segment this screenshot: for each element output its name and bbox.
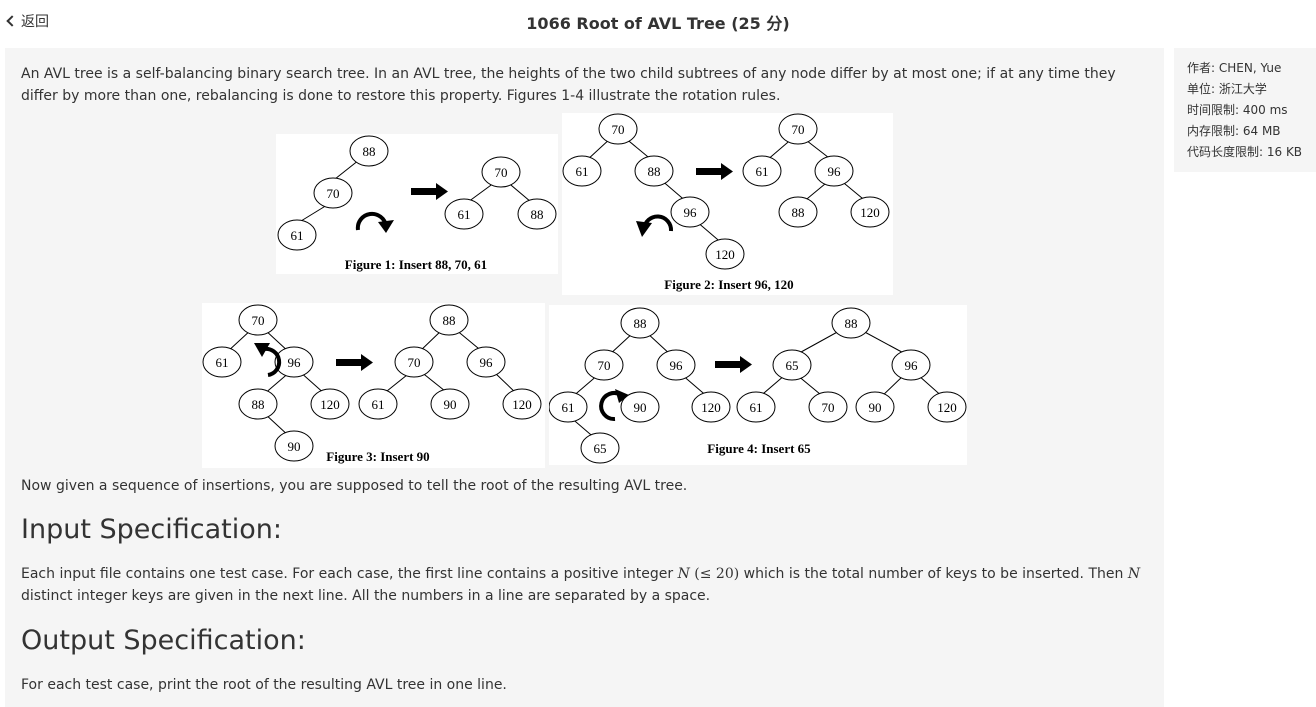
svg-text:61: 61 — [458, 207, 471, 222]
svg-text:120: 120 — [860, 205, 880, 220]
figure-2: 70 61 88 96 120 70 61 96 88 120 Figure 2: Inse… — [562, 113, 893, 295]
svg-text:88: 88 — [648, 164, 661, 179]
svg-text:88: 88 — [792, 205, 805, 220]
svg-text:61: 61 — [216, 355, 229, 370]
svg-text:96: 96 — [480, 355, 494, 370]
svg-text:70: 70 — [598, 358, 611, 373]
arrow-right-icon — [411, 183, 448, 200]
figure-1: 88 70 61 70 61 88 Figure 1: Insert 88, 70, 6… — [276, 134, 558, 274]
svg-text:70: 70 — [495, 165, 508, 180]
input-spec-paragraph: Each input file contains one test case. … — [21, 566, 1141, 604]
arrow-right-icon — [336, 354, 373, 371]
svg-text:61: 61 — [576, 164, 589, 179]
svg-text:61: 61 — [756, 164, 769, 179]
svg-text:88: 88 — [531, 207, 544, 222]
svg-text:90: 90 — [634, 400, 647, 415]
svg-text:70: 70 — [792, 122, 805, 137]
svg-text:61: 61 — [750, 400, 763, 415]
svg-text:70: 70 — [612, 122, 625, 137]
svg-text:120: 120 — [715, 247, 735, 262]
svg-text:61: 61 — [291, 228, 304, 243]
svg-text:88: 88 — [443, 313, 456, 328]
svg-text:96: 96 — [684, 205, 698, 220]
svg-text:120: 120 — [937, 400, 957, 415]
svg-text:61: 61 — [372, 397, 385, 412]
rotate-counterclockwise-icon — [254, 343, 282, 377]
svg-text:90: 90 — [869, 400, 882, 415]
arrow-right-icon — [715, 356, 752, 373]
math-n: N — [677, 566, 690, 582]
problem-info-panel: 作者: CHEN, Yue 单位: 浙江大学 时间限制: 400 ms 内存限制… — [1174, 48, 1316, 172]
svg-text:88: 88 — [252, 397, 265, 412]
math-n: N — [1127, 566, 1141, 582]
svg-text:88: 88 — [845, 316, 858, 331]
svg-text:120: 120 — [701, 400, 721, 415]
back-button[interactable]: 返回 — [6, 11, 49, 31]
svg-text:65: 65 — [594, 441, 607, 456]
svg-text:65: 65 — [786, 358, 799, 373]
svg-text:70: 70 — [822, 400, 835, 415]
top-bar: 返回 1066 Root of AVL Tree (25 分) — [0, 0, 1316, 42]
back-label: 返回 — [21, 14, 49, 30]
svg-text:70: 70 — [408, 355, 421, 370]
rotate-clockwise-icon — [355, 211, 394, 233]
memory-limit-info: 内存限制: 64 MB — [1187, 124, 1281, 138]
svg-text:61: 61 — [562, 400, 575, 415]
svg-text:70: 70 — [327, 186, 340, 201]
svg-text:96: 96 — [670, 358, 684, 373]
math-condition: (≤ 20) — [689, 566, 740, 582]
svg-text:90: 90 — [288, 439, 301, 454]
org-info: 单位: 浙江大学 — [1187, 82, 1267, 96]
svg-text:96: 96 — [288, 355, 302, 370]
output-spec-paragraph: For each test case, print the root of th… — [21, 677, 507, 693]
svg-text:120: 120 — [320, 397, 340, 412]
code-limit-info: 代码长度限制: 16 KB — [1187, 145, 1303, 159]
input-spec-heading: Input Specification: — [21, 514, 282, 545]
svg-text:90: 90 — [444, 397, 457, 412]
svg-text:120: 120 — [512, 397, 532, 412]
svg-text:96: 96 — [828, 164, 842, 179]
problem-title: 1066 Root of AVL Tree (25 分) — [526, 14, 790, 33]
figure-4: 88 70 96 61 90 120 65 88 65 96 61 70 90 120 Figur… — [549, 305, 967, 465]
arrow-right-icon — [696, 163, 733, 180]
author-info: 作者: CHEN, Yue — [1187, 61, 1282, 75]
svg-text:96: 96 — [905, 358, 919, 373]
svg-text:70: 70 — [252, 313, 265, 328]
output-spec-heading: Output Specification: — [21, 625, 306, 656]
rotate-counterclockwise-icon — [636, 214, 674, 237]
svg-text:88: 88 — [634, 316, 647, 331]
problem-content: An AVL tree is a self-balancing binary s… — [5, 48, 1164, 707]
svg-text:88: 88 — [363, 144, 376, 159]
figure-3: 70 61 96 88 120 90 88 70 96 61 90 120 Figure 3: … — [202, 303, 545, 468]
intro-paragraph: An AVL tree is a self-balancing binary s… — [21, 66, 1116, 104]
question-paragraph: Now given a sequence of insertions, you … — [21, 478, 688, 494]
time-limit-info: 时间限制: 400 ms — [1187, 103, 1288, 117]
figure-2-caption: Figure 2: Insert 96, 120 — [664, 277, 793, 292]
rotate-clockwise-icon — [599, 389, 629, 422]
figure-1-caption: Figure 1: Insert 88, 70, 61 — [345, 257, 487, 272]
figure-3-caption: Figure 3: Insert 90 — [326, 449, 429, 464]
figure-4-caption: Figure 4: Insert 65 — [707, 441, 811, 456]
